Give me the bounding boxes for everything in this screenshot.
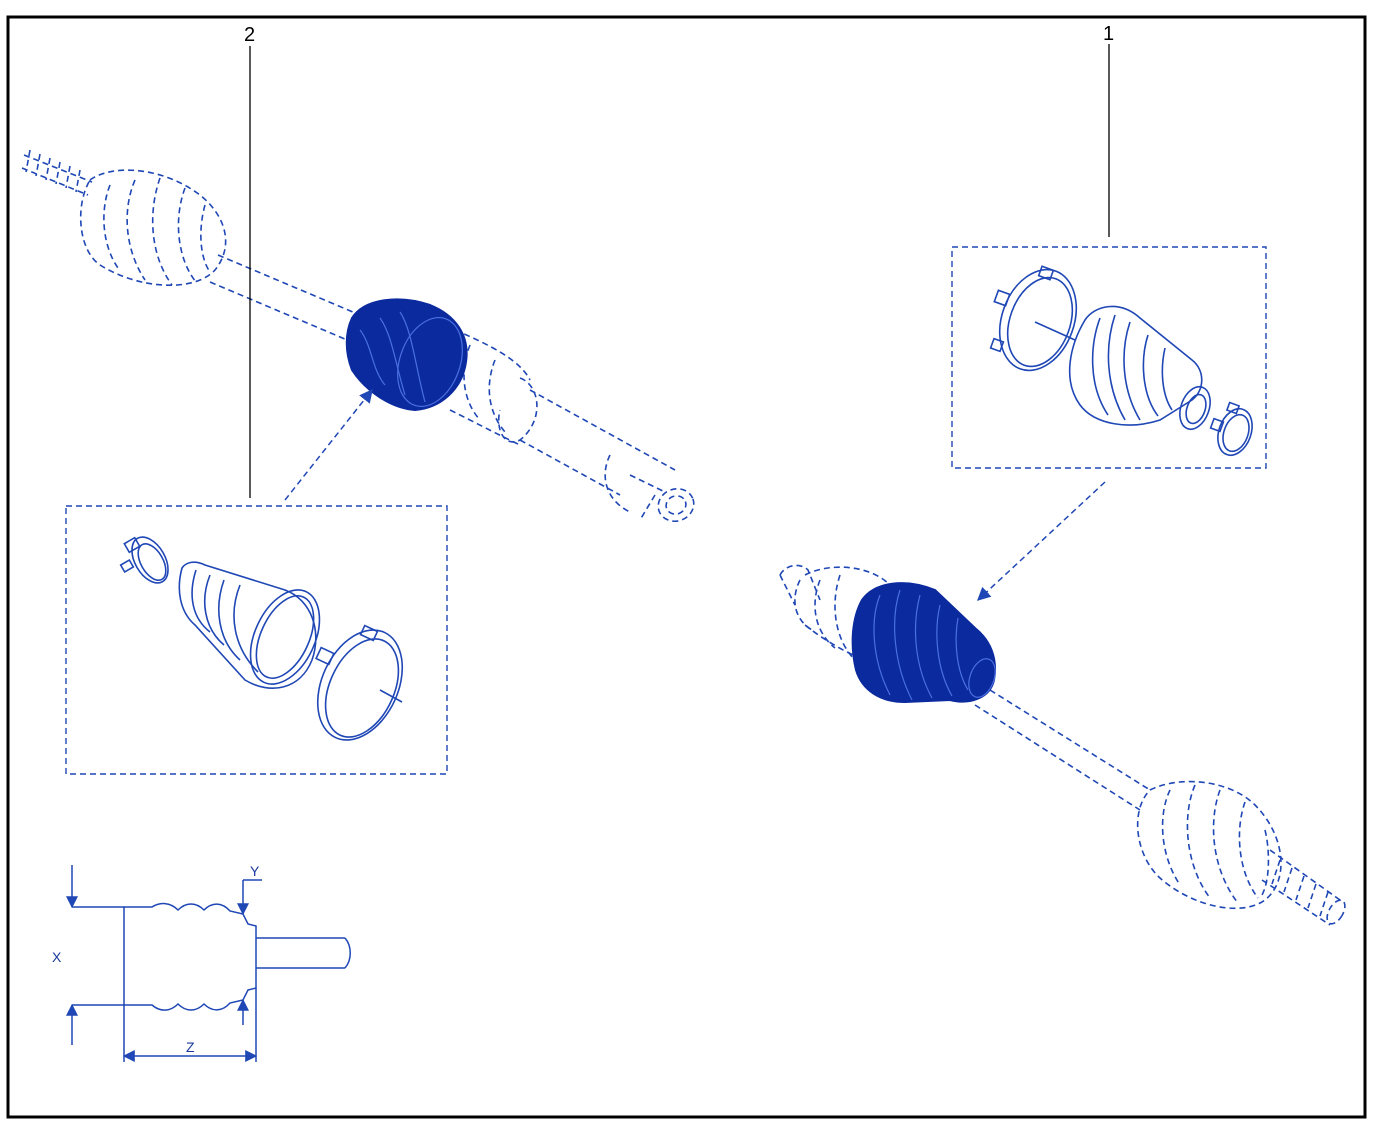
right-highlighted-boot — [851, 582, 996, 704]
dimension-sketch — [66, 865, 351, 1062]
dimension-x-label: X — [52, 949, 62, 965]
right-driveshaft — [779, 564, 1346, 926]
dimension-y-label: Y — [250, 863, 260, 879]
left-boot-kit-box — [65, 388, 448, 775]
diagram-border — [6, 15, 1367, 1119]
right-boot-kit-box — [951, 246, 1267, 601]
dimension-z-label: Z — [186, 1039, 195, 1055]
callout-leaders — [249, 44, 1110, 498]
left-driveshaft — [21, 149, 695, 523]
left-highlighted-boot — [345, 298, 468, 412]
callout-1-label: 1 — [1103, 23, 1114, 45]
callout-2-label: 2 — [244, 24, 255, 46]
